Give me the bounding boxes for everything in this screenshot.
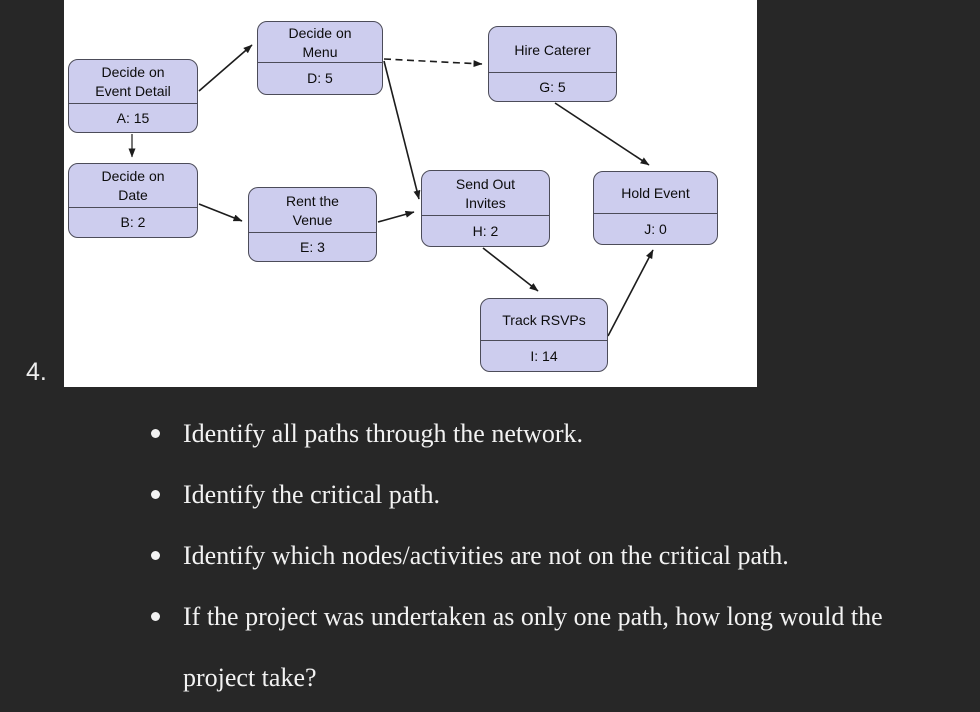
node-rent-the-venue: Rent the Venue E: 3 xyxy=(248,187,377,262)
question-text: Identify the critical path. xyxy=(183,480,441,509)
question-item: If the project was undertaken as only on… xyxy=(150,586,895,708)
edge-A-D xyxy=(198,44,253,92)
question-text: Identify which nodes/activities are not … xyxy=(183,541,789,570)
node-title: Send Out Invites xyxy=(422,171,549,216)
bullet-icon xyxy=(151,490,160,499)
node-duration: I: 14 xyxy=(530,347,558,364)
node-duration: E: 3 xyxy=(300,238,325,255)
bullet-icon xyxy=(151,429,160,438)
node-decide-on-date: Decide on Date B: 2 xyxy=(68,163,198,238)
edge-G-J xyxy=(554,102,650,166)
node-decide-on-menu: Decide on Menu D: 5 xyxy=(257,21,383,95)
question-text: Identify all paths through the network. xyxy=(183,419,584,448)
node-duration: A: 15 xyxy=(116,109,150,126)
node-duration: B: 2 xyxy=(120,214,146,230)
question-number: 4. xyxy=(26,358,47,386)
node-track-rsvps: Track RSVPs I: 14 xyxy=(480,298,608,372)
node-duration: H: 2 xyxy=(472,222,499,239)
network-diagram-panel: Decide on Event Detail A: 15 Decide on M… xyxy=(64,0,757,387)
bullet-icon xyxy=(151,551,160,560)
bullet-icon xyxy=(151,612,160,621)
node-hold-event: Hold Event J: 0 xyxy=(593,171,718,245)
node-title: Track RSVPs xyxy=(481,299,607,341)
question-item: Identify all paths through the network. xyxy=(150,403,895,464)
question-item: Identify which nodes/activities are not … xyxy=(150,525,895,586)
question-item: Identify the critical path. xyxy=(150,464,895,525)
node-title: Hold Event xyxy=(594,172,717,214)
edge-H-I xyxy=(482,247,539,292)
node-duration: G: 5 xyxy=(539,78,566,95)
edge-I-J xyxy=(607,249,654,337)
question-list: Identify all paths through the network. … xyxy=(150,403,895,708)
node-title: Decide on Event Detail xyxy=(69,60,197,104)
node-hire-caterer: Hire Caterer G: 5 xyxy=(488,26,617,102)
node-title: Decide on Date xyxy=(69,164,197,208)
node-duration: D: 5 xyxy=(307,70,333,86)
diagram-edges xyxy=(128,44,654,337)
node-decide-on-event-detail: Decide on Event Detail A: 15 xyxy=(68,59,198,133)
edge-B-E xyxy=(198,203,243,222)
question-text: If the project was undertaken as only on… xyxy=(183,602,883,692)
node-title: Rent the Venue xyxy=(249,188,376,233)
node-title: Decide on Menu xyxy=(258,22,382,63)
edge-D-H xyxy=(383,60,421,200)
edge-D-G-dashed xyxy=(383,58,483,68)
node-title: Hire Caterer xyxy=(489,27,616,73)
node-send-out-invites: Send Out Invites H: 2 xyxy=(421,170,550,247)
node-duration: J: 0 xyxy=(644,220,667,237)
edge-E-H xyxy=(377,210,415,223)
